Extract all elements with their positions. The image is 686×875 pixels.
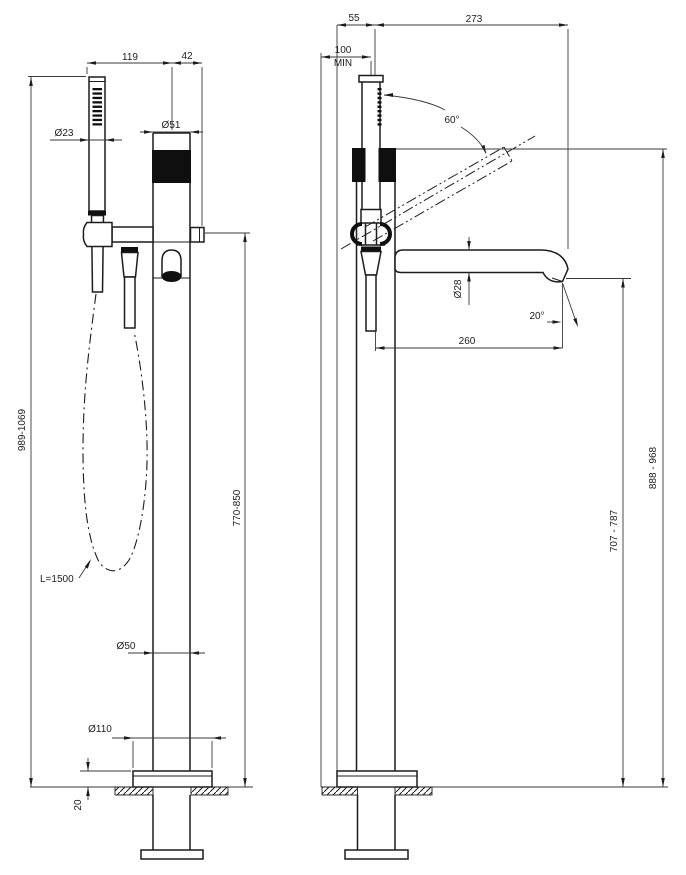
dim-overall-reach: 273: [466, 14, 483, 25]
dim-spout-diameter: Ø28: [453, 279, 464, 298]
dim-body-height-range: 770-850: [232, 489, 243, 526]
side-base: [321, 770, 668, 860]
front-hand-shower: [88, 76, 106, 293]
dim-base-plate-diameter: Ø110: [88, 724, 112, 735]
spout-opening: [161, 271, 182, 282]
side-handle-band: [352, 148, 396, 182]
dim-stream-angle: 20°: [529, 311, 544, 322]
front-handle-band: [152, 150, 191, 183]
dim-knob-offset: 42: [181, 51, 193, 62]
front-view: 119 42 Ø23 Ø51 989-1069 770-850: [17, 51, 253, 860]
floor-hatch: [394, 786, 433, 796]
inlet-flange: [344, 849, 409, 860]
inlet-flange: [140, 849, 204, 860]
floor-hatch: [190, 786, 229, 796]
front-diverter-knob: [189, 226, 205, 243]
dim-base-plate-height: 20: [73, 799, 84, 811]
dim-hand-shower-tilt-angle: 60°: [444, 115, 459, 126]
spray-face: [92, 88, 102, 126]
dim-spout-reach: 260: [459, 336, 476, 347]
dim-base-offset: 55: [348, 13, 360, 24]
dim-hose-length: L=1500: [40, 574, 74, 585]
side-dimensions: 55 273 100 MIN 60° Ø28: [321, 13, 667, 787]
spout-aerator: [551, 277, 563, 282]
dim-lower-column-diameter: Ø50: [117, 641, 136, 652]
dim-hand-shower-offset: 119: [122, 52, 138, 63]
side-spout: [394, 249, 569, 283]
hand-shower-hose: [82, 293, 148, 572]
dim-wall-clearance: 100: [335, 45, 352, 56]
side-holder: [350, 182, 392, 332]
front-hose-connector: [120, 247, 139, 329]
dim-hand-shower-outlet-height-range: 888 - 968: [648, 446, 659, 489]
dim-wall-clearance-qualifier: MIN: [334, 58, 352, 69]
front-dimensions: 119 42 Ø23 Ø51 989-1069 770-850: [17, 51, 250, 811]
side-column: [355, 182, 396, 771]
dim-hand-shower-diameter: Ø23: [55, 128, 74, 139]
front-base: [30, 770, 253, 860]
dim-spout-outlet-height-range: 707 - 787: [609, 509, 620, 552]
front-spout-outlet: [161, 249, 182, 282]
dim-total-height-range: 989-1069: [17, 408, 28, 451]
dim-column-diameter: Ø51: [162, 120, 181, 131]
floor-hatch: [114, 786, 154, 796]
side-hand-shower: [358, 74, 384, 148]
floor-hatch: [321, 786, 358, 796]
front-holder-bracket: [82, 221, 154, 248]
spray-nozzles: [377, 88, 382, 126]
front-column: [152, 132, 191, 771]
side-view: 55 273 100 MIN 60° Ø28: [320, 13, 668, 860]
